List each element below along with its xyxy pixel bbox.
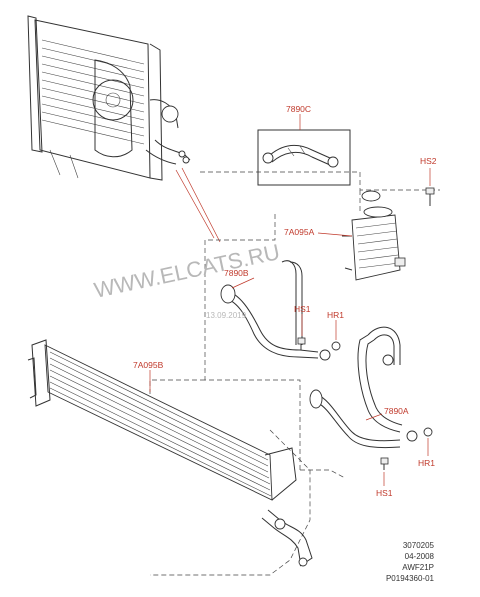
callout-hs2: HS2 bbox=[420, 156, 437, 166]
callout-7890a: 7890A bbox=[384, 406, 409, 416]
radiator-assembly bbox=[27, 15, 191, 181]
detail-pointer-lines bbox=[175, 167, 221, 243]
clip-hs1-lower bbox=[380, 457, 389, 470]
bolt-hs2 bbox=[425, 187, 435, 206]
callout-7890c: 7890C bbox=[286, 104, 311, 114]
callout-hr1-upper: HR1 bbox=[327, 310, 344, 320]
info-date: 04-2008 bbox=[404, 552, 434, 561]
info-illustration-id: P0194360-01 bbox=[385, 574, 434, 583]
callout-hs1-lower: HS1 bbox=[376, 488, 393, 498]
cooler-7a095b bbox=[27, 339, 313, 567]
ring-hr1-lower bbox=[423, 427, 433, 437]
info-ref: AWF21P bbox=[402, 563, 434, 572]
watermark-date: 13.09.2019 bbox=[206, 311, 247, 320]
callout-7a095b: 7A095B bbox=[133, 360, 164, 370]
drawing-info-block: 3070205 04-2008 AWF21P P0194360-01 bbox=[386, 540, 434, 584]
callout-7890b: 7890B bbox=[224, 268, 249, 278]
hose-7890a bbox=[309, 326, 418, 449]
callout-hs1-upper: HS1 bbox=[294, 304, 311, 314]
oil-cooler-7a095a bbox=[342, 190, 406, 281]
clip-hs1-upper bbox=[297, 337, 306, 350]
callout-7a095a: 7A095A bbox=[284, 227, 315, 237]
hose-7890b bbox=[220, 260, 331, 361]
ring-hr1-upper bbox=[331, 341, 341, 351]
watermark-site: WWW.ELCATS.RU bbox=[92, 239, 282, 303]
hose-kit-7890c bbox=[257, 129, 351, 186]
info-code: 3070205 bbox=[402, 541, 434, 550]
callout-hr1-lower: HR1 bbox=[418, 458, 435, 468]
